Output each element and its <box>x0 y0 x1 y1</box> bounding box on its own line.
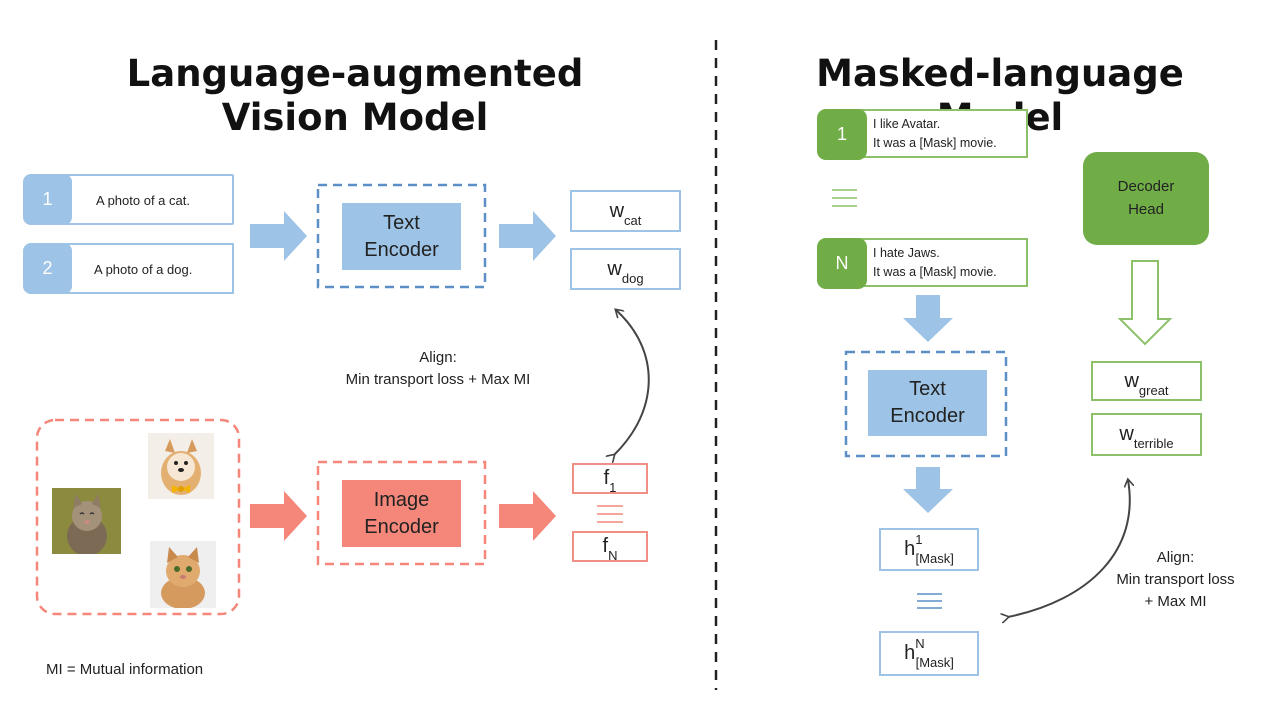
mlm-prompt-card-n: I hate Jaws. It was a [Mask] movie. <box>850 238 1028 287</box>
text-encoder-frame <box>316 183 487 289</box>
prompt-text-1: A photo of a cat. <box>96 193 190 208</box>
align-label-left-line1: Align: <box>419 349 457 366</box>
text-encoder-left-line2: Encoder <box>364 238 439 261</box>
align-label-right-line2: Min transport loss <box>1116 570 1235 588</box>
arrow-prompts-to-text-encoder <box>250 211 307 261</box>
footnote: MI = Mutual information <box>46 661 204 678</box>
align-label-left: Align: Min transport loss + Max MI <box>318 347 558 391</box>
image-encoder-line1: Image <box>373 488 430 511</box>
arrow-text-encoder-to-hidden <box>903 467 953 513</box>
arrow-images-to-image-encoder <box>250 491 307 541</box>
decoder-head-line2: Head <box>1128 200 1164 218</box>
text-encoder-right-line1: Text <box>909 378 946 400</box>
align-arrow-right <box>1008 480 1130 617</box>
prompt-number-1: 1 <box>23 174 72 225</box>
mlm-prompt-1-line1: I like Avatar. <box>873 117 941 131</box>
image-encoder-frame <box>316 460 487 566</box>
prompt-number-2: 2 <box>23 243 72 294</box>
align-label-right: Align: Min transport loss + Max MI <box>1098 547 1253 612</box>
mlm-prompt-card-1: I like Avatar. It was a [Mask] movie. <box>850 109 1028 158</box>
prompt-card-2: A photo of a dog. <box>60 243 234 294</box>
left-title: Language-augmented Vision Model <box>90 52 620 141</box>
align-label-left-line2: Min transport loss + Max MI <box>345 370 531 388</box>
text-encoder-right-line2: Encoder <box>890 405 965 427</box>
image-encoder-line2: Encoder <box>364 515 439 538</box>
cat-photo-2 <box>150 541 216 608</box>
mlm-prompt-number-n: N <box>817 238 867 289</box>
mlm-prompt-n-line1: I hate Jaws. <box>873 246 940 260</box>
image-group-frame <box>35 418 241 616</box>
decoder-head-line1: Decoder <box>1117 178 1175 195</box>
prompt-text-2: A photo of a dog. <box>94 262 193 277</box>
arrow-decoder-to-labels <box>1117 260 1173 346</box>
left-title-line2: Vision Model <box>221 96 489 140</box>
align-arrow-left <box>614 310 650 455</box>
arrow-prompts-to-text-encoder-right <box>903 295 953 342</box>
align-label-right-line1: Align: <box>1156 549 1195 566</box>
dog-photo <box>148 433 214 499</box>
arrow-image-encoder-to-features <box>499 491 556 541</box>
text-encoder-left-line1: Text <box>383 211 420 234</box>
mlm-prompt-1-line2: It was a [Mask] movie. <box>873 136 997 151</box>
align-label-right-line3: + Max MI <box>1144 592 1207 610</box>
prompt-card-1: A photo of a cat. <box>60 174 234 225</box>
right-title: Masked-language Model <box>816 52 1184 139</box>
text-encoder-frame-right <box>844 350 1008 458</box>
arrow-text-encoder-to-words <box>499 211 556 261</box>
mlm-prompt-number-1: 1 <box>817 109 867 160</box>
mlm-prompt-n-line2: It was a [Mask] movie. <box>873 265 997 280</box>
left-title-line1: Language-augmented <box>126 52 584 95</box>
cat-photo-1 <box>52 488 121 554</box>
